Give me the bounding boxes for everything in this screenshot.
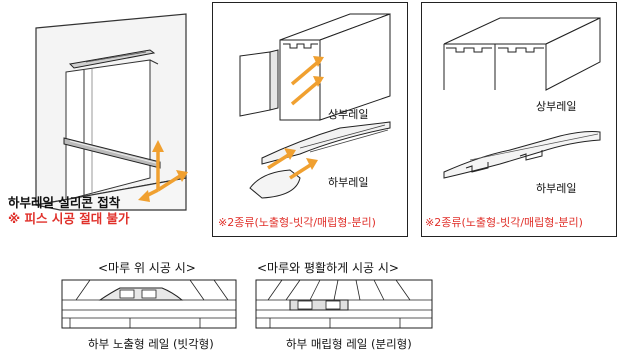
middle-upper-rail-label: 상부레일 [328,108,369,121]
right-note: ※2종류(노출형-빗각/매립형-분리) [425,216,583,229]
left-caption-line2: ※ 피스 시공 절대 불가 [8,211,130,226]
bottom-left-title: <마루 위 시공 시> [98,261,196,275]
bottom-right-title: <마루와 평활하게 시공 시> [257,261,399,275]
middle-lower-rail-label: 하부레일 [328,176,369,189]
right-lower-rail-label: 하부레일 [536,182,577,195]
middle-note: ※2종류(노출형-빗각/매립형-분리) [218,216,376,229]
right-upper-rail-label: 상부레일 [536,100,577,113]
bottom-left-caption: 하부 노출형 레일 (빗각형) [88,337,214,351]
left-caption-line1: 하부레일 실리콘 접착 [8,195,121,210]
bottom-right-caption: 하부 매립형 레일 (분리형) [286,337,412,351]
